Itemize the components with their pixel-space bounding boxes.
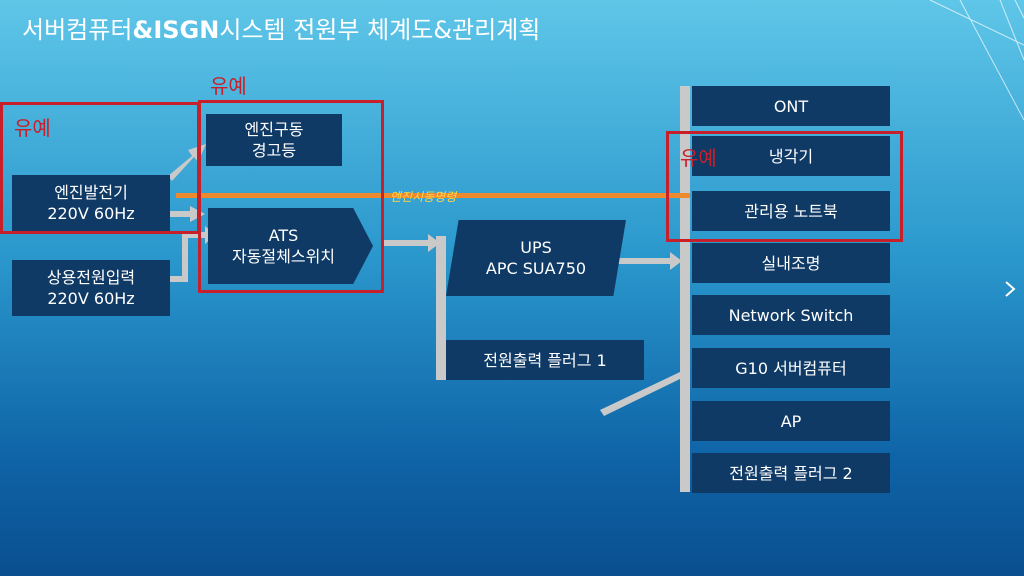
- remark-label-left: 유예: [14, 116, 51, 140]
- load-box-indoor-lighting: 실내조명: [692, 243, 890, 283]
- ups-box: UPS APC SUA750: [446, 220, 626, 296]
- engine-warning-label-2: 경고등: [251, 141, 297, 160]
- ats-label: ATS: [268, 226, 299, 245]
- load-label-network-switch: Network Switch: [728, 305, 854, 325]
- load-label-admin-laptop: 관리용 노트북: [744, 201, 838, 221]
- engine-warning-label-1: 엔진구동: [244, 120, 304, 139]
- remark-frame-top: [198, 100, 384, 293]
- engine-generator-box: 엔진발전기 220V 60Hz: [12, 175, 170, 231]
- commercial-power-box: 상용전원입력 220V 60Hz: [12, 260, 170, 316]
- load-label-ap: AP: [780, 411, 802, 431]
- power-output-plug-1-label: 전원출력 플러그 1: [483, 350, 607, 370]
- engine-warning-light-box: 엔진구동 경고등: [206, 114, 342, 166]
- load-box-ont: ONT: [692, 86, 890, 126]
- load-box-network-switch: Network Switch: [692, 295, 890, 335]
- remark-label-top: 유예: [210, 74, 247, 98]
- ups-label: UPS: [520, 238, 552, 257]
- next-chevron-icon: [1005, 281, 1016, 297]
- remark-label-right: 유예: [680, 146, 717, 170]
- arrow-ats-to-ups: [382, 234, 440, 252]
- load-box-admin-laptop: 관리용 노트북: [692, 191, 890, 231]
- ats-switch-box: ATS 자동절체스위치: [208, 208, 373, 284]
- load-label-power-output-plug-2: 전원출력 플러그 2: [729, 463, 853, 483]
- engine-generator-spec: 220V 60Hz: [47, 204, 135, 223]
- load-box-power-output-plug-2: 전원출력 플러그 2: [692, 453, 890, 493]
- arrow-ups-to-loads: [612, 252, 682, 270]
- load-box-g10-server: G10 서버컴퓨터: [692, 348, 890, 388]
- ats-description: 자동절체스위치: [231, 247, 336, 266]
- load-label-indoor-lighting: 실내조명: [761, 253, 821, 273]
- title-part-1: 서버컴퓨터: [22, 16, 133, 44]
- commercial-power-spec: 220V 60Hz: [47, 289, 135, 308]
- page-title: 서버컴퓨터&ISGN시스템 전원부 체계도&관리계획: [22, 10, 540, 45]
- load-label-g10-server: G10 서버컴퓨터: [735, 358, 847, 378]
- power-output-plug-1-box: 전원출력 플러그 1: [446, 340, 644, 380]
- ups-model: APC SUA750: [485, 259, 587, 278]
- ups-distribution-bar: [436, 236, 446, 380]
- engine-start-command-label: 엔진시동명령: [390, 190, 457, 204]
- title-part-2: &ISGN: [132, 16, 220, 44]
- commercial-power-label: 상용전원입력: [46, 268, 136, 287]
- connector-plug-to-loads: [600, 372, 682, 416]
- remark-frame-right: [666, 131, 903, 242]
- arrow-gen-to-ats: [170, 206, 205, 222]
- engine-generator-label: 엔진발전기: [54, 183, 128, 202]
- corner-decoration: [929, 0, 1024, 121]
- load-box-ap: AP: [692, 401, 890, 441]
- title-part-3: 시스템 전원부 체계도&관리계획: [219, 16, 541, 44]
- load-box-cooler: 냉각기: [692, 136, 890, 176]
- engine-start-command-line: [176, 193, 690, 198]
- load-label-ont: ONT: [773, 96, 809, 116]
- arrow-gen-to-warning: [168, 144, 206, 181]
- load-label-cooler: 냉각기: [768, 146, 814, 166]
- load-distribution-bar: [680, 86, 690, 492]
